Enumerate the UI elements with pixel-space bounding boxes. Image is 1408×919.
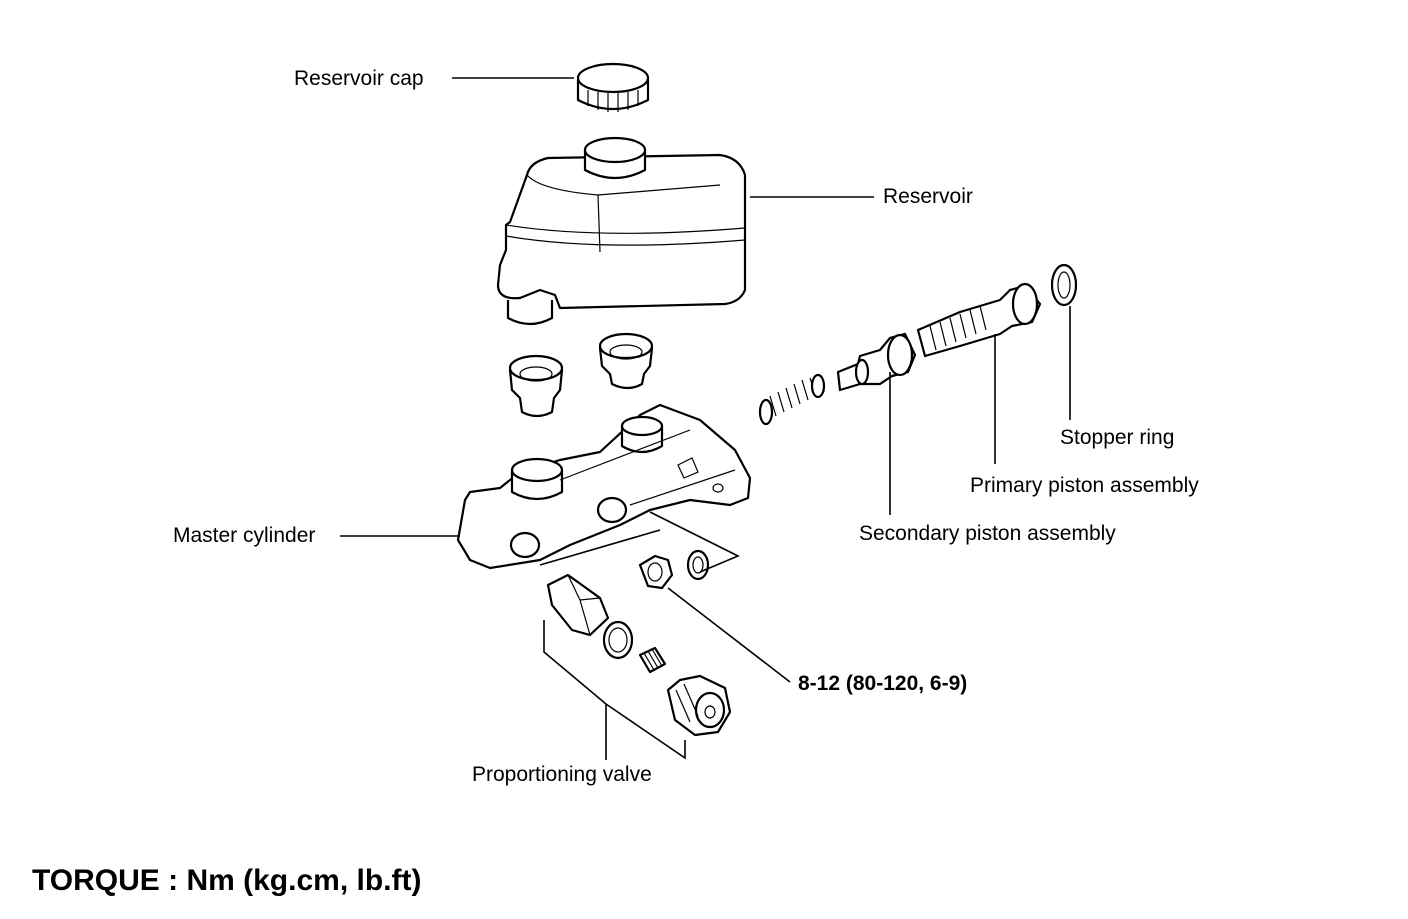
reservoir-part xyxy=(496,136,747,326)
label-reservoir-cap: Reservoir cap xyxy=(294,67,424,90)
leader-proportioning-valve xyxy=(543,620,686,760)
stopper-ring-part xyxy=(1050,263,1078,307)
grommet-right-part xyxy=(598,332,654,390)
clip-part xyxy=(686,549,710,581)
leader-lines xyxy=(340,77,1071,760)
valve-spring-part xyxy=(638,646,667,674)
valve-piston-part xyxy=(666,674,732,737)
label-secondary-piston: Secondary piston assembly xyxy=(859,522,1116,545)
fitting-nut-part xyxy=(638,554,674,590)
grommet-left-part xyxy=(508,354,564,418)
bracket-fitting xyxy=(539,511,740,573)
label-reservoir: Reservoir xyxy=(883,185,973,208)
torque-units-note: TORQUE : Nm (kg.cm, lb.ft) xyxy=(32,864,422,897)
o-ring-part xyxy=(602,620,634,660)
leader-torque xyxy=(667,587,791,683)
primary-piston-part xyxy=(916,282,1042,358)
secondary-piston-part xyxy=(836,332,917,392)
reservoir-cap-part xyxy=(576,62,650,112)
valve-body-part xyxy=(546,573,610,637)
master-cylinder-part xyxy=(456,403,752,570)
label-master-cylinder: Master cylinder xyxy=(173,524,316,547)
label-primary-piston: Primary piston assembly xyxy=(970,474,1199,497)
label-proportioning-valve: Proportioning valve xyxy=(472,763,652,786)
spring-part xyxy=(758,373,826,426)
label-torque-value: 8-12 (80-120, 6-9) xyxy=(798,672,968,695)
label-stopper-ring: Stopper ring xyxy=(1060,426,1175,449)
